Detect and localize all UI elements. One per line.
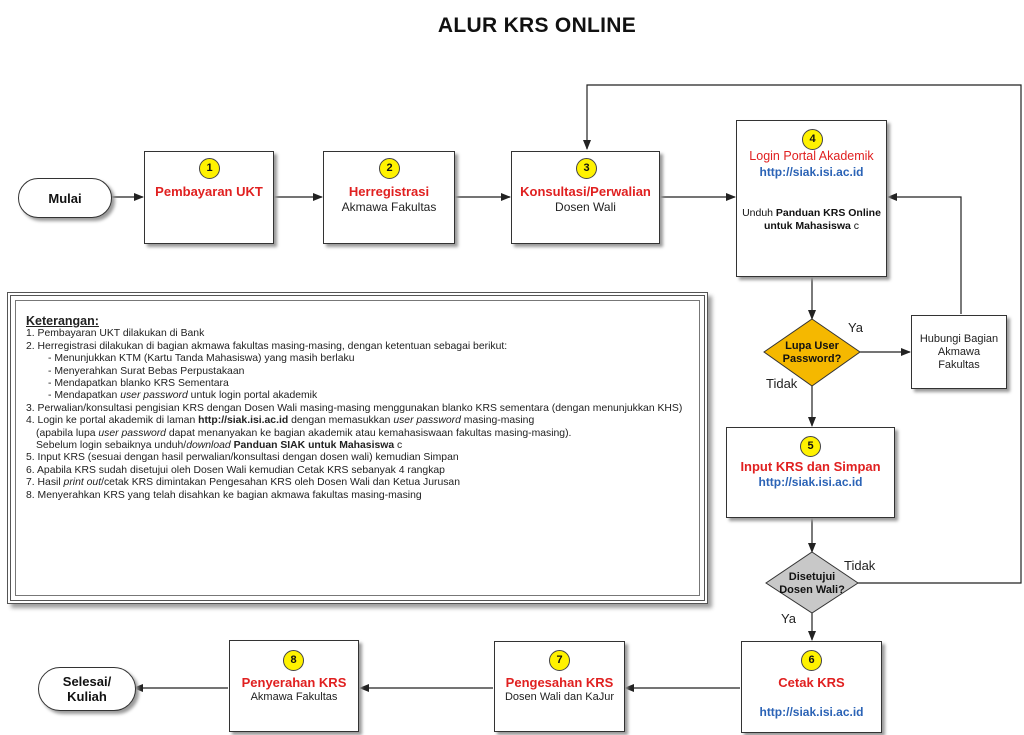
step-8-box: 8 Penyerahan KRS Akmawa Fakultas (229, 640, 359, 732)
note-line-2d-pre: - Mendapatkan (48, 390, 121, 402)
note-line-7-post: /cetak KRS dimintakan Pengesahan KRS ole… (101, 477, 460, 489)
note-line-4c-em: download (186, 440, 231, 452)
step-6-number: 6 (801, 650, 822, 671)
note-line-8: 8. Menyerahkan KRS yang telah disahkan k… (26, 489, 422, 501)
start-label: Mulai (48, 190, 82, 206)
note-line-2d: - Mendapatkan user password untuk login … (26, 390, 699, 402)
decision-approved-label: Disetujui Dosen Wali? (779, 571, 845, 596)
contact-akmawa-label: Hubungi Bagian Akmawa Fakultas (919, 332, 999, 371)
note-line-5: 5. Input KRS (sesuai dengan hasil perwal… (26, 452, 459, 464)
decision-forgot-label: Lupa User Password? (782, 340, 842, 365)
step-5-number: 5 (800, 436, 821, 457)
note-line-4-url[interactable]: http://siak.isi.ac.id (198, 415, 289, 427)
step-4-title: Login Portal Akademik (749, 149, 874, 163)
step-5-box: 5 Input KRS dan Simpan http://siak.isi.a… (726, 427, 895, 518)
step-4-note-suffix: c (850, 220, 860, 232)
note-line-4b-pre: (apabila lupa (36, 427, 99, 439)
notes-heading: Keterangan: (26, 314, 99, 328)
note-line-4b: (apabila lupa user password dapat menany… (26, 428, 699, 440)
start-terminal: Mulai (18, 178, 112, 218)
step-5-url[interactable]: http://siak.isi.ac.id (758, 475, 863, 489)
page-title: ALUR KRS ONLINE (437, 14, 637, 37)
note-line-4-em: user password (393, 415, 461, 427)
step-7-subtitle: Dosen Wali dan KaJur (504, 691, 615, 703)
note-line-4b-em: user password (98, 427, 166, 439)
note-line-4-pre: 4. Login ke portal akademik di laman (26, 415, 199, 427)
step-3-box: 3 Konsultasi/Perwalian Dosen Wali (511, 151, 660, 244)
step-7-number: 7 (549, 650, 570, 671)
step-4-note: Unduh Panduan KRS Online untuk Mahasiswa… (741, 207, 882, 233)
note-line-7: 7. Hasil print out/cetak KRS dimintakan … (26, 477, 699, 489)
decision-forgot-shape (763, 318, 861, 387)
note-line-4: 4. Login ke portal akademik di laman htt… (26, 415, 699, 427)
step-4-note-prefix: Unduh (742, 207, 776, 219)
step-8-subtitle: Akmawa Fakultas (250, 691, 338, 703)
note-line-1: 1. Pembayaran UKT dilakukan di Bank (26, 328, 205, 340)
step-4-box: 4 Login Portal Akademik http://siak.isi.… (736, 120, 887, 277)
step-6-box: 6 Cetak KRS http://siak.isi.ac.id (741, 641, 882, 733)
note-line-2b: - Menyerahkan Surat Bebas Perpustakaan (48, 365, 245, 377)
note-line-4c-pre: Sebelum login sebaiknya unduh/ (36, 440, 187, 452)
step-3-number: 3 (576, 158, 597, 179)
notes-panel: Keterangan: 1. Pembayaran UKT dilakukan … (7, 292, 708, 604)
step-8-number: 8 (283, 650, 304, 671)
step-5-title: Input KRS dan Simpan (740, 459, 881, 474)
step-8-title: Penyerahan KRS (241, 675, 347, 690)
note-line-7-em: print out (63, 477, 102, 489)
note-line-4c-bold: Panduan SIAK untuk Mahasiswa (230, 440, 395, 452)
step-1-box: 1 Pembayaran UKT (144, 151, 274, 244)
note-line-4-post: masing-masing (460, 415, 535, 427)
step-6-url[interactable]: http://siak.isi.ac.id (759, 705, 864, 719)
note-line-2a: - Menunjukkan KTM (Kartu Tanda Mahasiswa… (48, 353, 355, 365)
step-2-title: Herregistrasi (348, 184, 430, 199)
note-line-2c: - Mendapatkan blanko KRS Sementara (48, 378, 229, 390)
step-4-url[interactable]: http://siak.isi.ac.id (759, 165, 864, 179)
end-terminal: Selesai/ Kuliah (38, 667, 136, 711)
arrow-contact-to-step4 (887, 193, 962, 314)
step-3-subtitle: Dosen Wali (555, 200, 616, 214)
note-line-2d-em: user password (120, 390, 188, 402)
step-4-number: 4 (802, 129, 823, 150)
decision-approved-yes-label: Ya (781, 611, 796, 626)
decision-approved-no-label: Tidak (844, 558, 876, 573)
contact-akmawa-box: Hubungi Bagian Akmawa Fakultas (911, 315, 1007, 389)
note-line-6: 6. Apabila KRS sudah disetujui oleh Dose… (26, 464, 445, 476)
decision-approved-shape (765, 551, 859, 614)
step-2-box: 2 Herregistrasi Akmawa Fakultas (323, 151, 455, 244)
arrow-approved-no-to-step3 (583, 84, 1022, 584)
note-line-2d-post: untuk login portal akademik (187, 390, 318, 402)
decision-forgot-yes-label: Ya (848, 320, 863, 335)
end-label: Selesai/ Kuliah (62, 674, 112, 704)
step-2-subtitle: Akmawa Fakultas (341, 200, 437, 214)
step-6-title: Cetak KRS (778, 675, 845, 690)
step-2-number: 2 (379, 158, 400, 179)
step-7-box: 7 Pengesahan KRS Dosen Wali dan KaJur (494, 641, 625, 732)
note-line-4c: Sebelum login sebaiknya unduh/download P… (26, 440, 699, 452)
note-line-4-mid: dengan memasukkan (288, 415, 394, 427)
step-4-note-bold: Panduan KRS Online untuk Mahasiswa (763, 207, 881, 232)
notes-content: Keterangan: 1. Pembayaran UKT dilakukan … (15, 300, 700, 596)
step-3-title: Konsultasi/Perwalian (520, 184, 651, 199)
note-line-7-pre: 7. Hasil (26, 477, 64, 489)
note-line-4c-post: c (394, 440, 403, 452)
note-line-4b-post: dapat menanyakan ke bagian akademik atau… (165, 427, 572, 439)
step-7-title: Pengesahan KRS (505, 675, 614, 690)
note-line-2: 2. Herregistrasi dilakukan di bagian akm… (26, 340, 508, 352)
note-line-3: 3. Perwalian/konsultasi pengisian KRS de… (26, 402, 683, 414)
decision-forgot-no-label: Tidak (766, 376, 798, 391)
step-1-number: 1 (199, 158, 220, 179)
step-1-title: Pembayaran UKT (155, 184, 263, 199)
